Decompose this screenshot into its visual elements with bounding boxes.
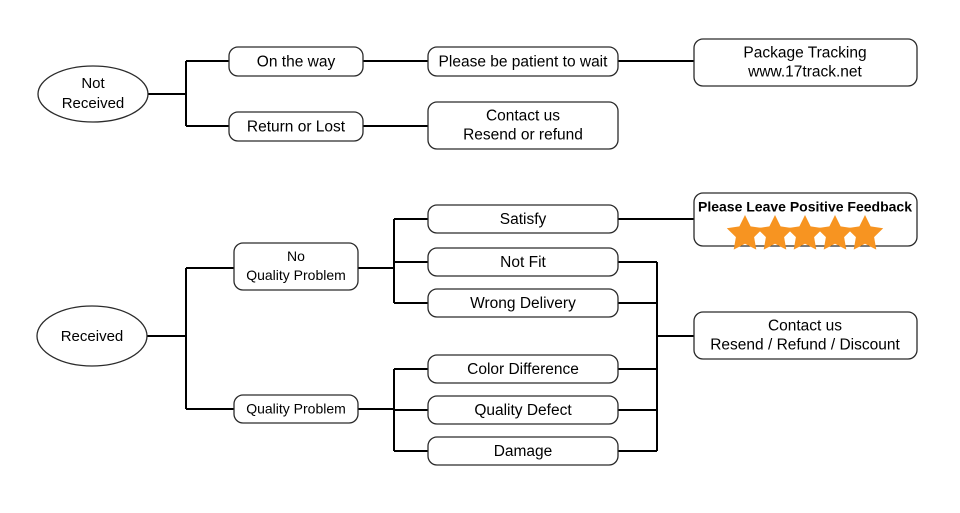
damage-label: Damage — [494, 443, 553, 460]
node-wrong-delivery[interactable]: Wrong Delivery — [427, 288, 619, 318]
on-the-way-box[interactable] — [228, 46, 364, 77]
node-return-or-lost[interactable]: Return or Lost — [228, 111, 364, 142]
connectors-not-received — [148, 60, 694, 127]
star-icon-3[interactable] — [786, 215, 824, 250]
return-or-lost-label: Return or Lost — [247, 119, 346, 136]
positive-feedback-label: Please Leave Positive Feedback — [698, 199, 912, 215]
color-difference-label: Color Difference — [467, 361, 579, 378]
no-quality-problem-box[interactable] — [233, 242, 359, 291]
node-satisfy[interactable]: Satisfy — [427, 204, 619, 234]
quality-defect-label: Quality Defect — [474, 402, 572, 419]
package-tracking-box[interactable] — [693, 38, 918, 87]
not-fit-box[interactable] — [427, 247, 619, 277]
star-icon-5[interactable] — [846, 215, 884, 250]
satisfy-label: Satisfy — [500, 211, 547, 228]
not-received-ellipse[interactable] — [37, 65, 149, 123]
contact-us-resend-refund-discount-box[interactable] — [693, 311, 918, 360]
contact-us-discount-label-line1: Contact us — [768, 318, 842, 335]
received-label: Received — [61, 328, 124, 345]
node-quality-problem[interactable]: Quality Problem — [233, 394, 359, 424]
return-or-lost-box[interactable] — [228, 111, 364, 142]
quality-problem-label: Quality Problem — [246, 401, 346, 417]
node-contact-us-resend-refund[interactable]: Contact us Resend or refund — [427, 101, 619, 150]
please-be-patient-box[interactable] — [427, 46, 619, 77]
received-ellipse[interactable] — [36, 305, 148, 367]
star-icon-1[interactable] — [726, 215, 764, 250]
contact-us-resend-refund-label-line2: Resend or refund — [463, 127, 583, 144]
node-color-difference[interactable]: Color Difference — [427, 354, 619, 384]
satisfy-box[interactable] — [427, 204, 619, 234]
no-quality-problem-label-line2: Quality Problem — [246, 267, 346, 283]
on-the-way-label: On the way — [257, 54, 336, 71]
node-damage[interactable]: Damage — [427, 436, 619, 466]
color-difference-box[interactable] — [427, 354, 619, 384]
node-not-received[interactable]: Not Received — [37, 65, 149, 123]
node-contact-us-resend-refund-discount[interactable]: Contact us Resend / Refund / Discount — [693, 311, 918, 360]
contact-us-resend-refund-label-line1: Contact us — [486, 108, 560, 125]
star-rating-group[interactable] — [726, 215, 884, 250]
quality-defect-box[interactable] — [427, 395, 619, 425]
contact-us-resend-refund-box[interactable] — [427, 101, 619, 150]
not-fit-label: Not Fit — [500, 254, 546, 271]
not-received-label-line2: Received — [62, 95, 125, 112]
star-icon-2[interactable] — [756, 215, 794, 250]
node-positive-feedback[interactable]: Please Leave Positive Feedback — [693, 192, 918, 250]
not-received-label-line1: Not — [81, 75, 105, 92]
node-please-be-patient[interactable]: Please be patient to wait — [427, 46, 619, 77]
node-on-the-way[interactable]: On the way — [228, 46, 364, 77]
wrong-delivery-box[interactable] — [427, 288, 619, 318]
node-quality-defect[interactable]: Quality Defect — [427, 395, 619, 425]
quality-problem-box[interactable] — [233, 394, 359, 424]
node-not-fit[interactable]: Not Fit — [427, 247, 619, 277]
contact-us-discount-label-line2: Resend / Refund / Discount — [710, 337, 900, 354]
damage-box[interactable] — [427, 436, 619, 466]
package-tracking-url[interactable]: www.17track.net — [747, 64, 862, 81]
package-tracking-label-line1: Package Tracking — [743, 45, 866, 62]
wrong-delivery-label: Wrong Delivery — [470, 295, 576, 312]
no-quality-problem-label-line1: No — [287, 248, 305, 264]
connectors-received — [147, 218, 694, 452]
please-be-patient-label: Please be patient to wait — [439, 54, 609, 71]
star-icon-4[interactable] — [816, 215, 854, 250]
node-package-tracking[interactable]: Package Tracking www.17track.net — [693, 38, 918, 87]
node-no-quality-problem[interactable]: No Quality Problem — [233, 242, 359, 291]
node-received[interactable]: Received — [36, 305, 148, 367]
